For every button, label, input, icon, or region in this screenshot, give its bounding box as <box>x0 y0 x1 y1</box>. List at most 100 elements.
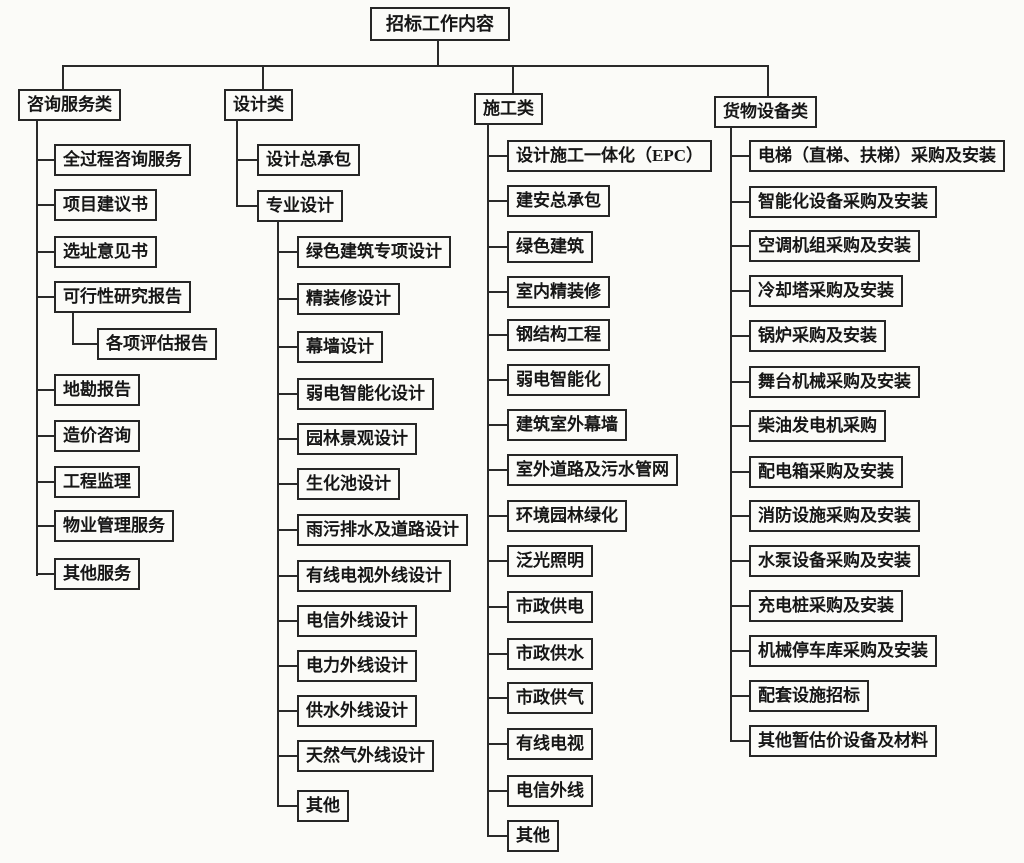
connector-line <box>730 290 750 292</box>
tree-node: 其他服务 <box>54 558 140 590</box>
connector-line <box>36 121 38 576</box>
connector-line <box>487 560 508 562</box>
tree-node: 空调机组采购及安装 <box>749 230 920 262</box>
connector-line <box>487 790 508 792</box>
connector-line <box>487 743 508 745</box>
connector-line <box>487 291 508 293</box>
connector-line <box>730 128 732 742</box>
connector-line <box>277 298 298 300</box>
connector-line <box>730 740 750 742</box>
connector-line <box>36 389 55 391</box>
tree-node: 园林景观设计 <box>297 423 417 455</box>
connector-line <box>277 529 298 531</box>
tree-node: 其他 <box>297 790 349 822</box>
tree-node: 有线电视外线设计 <box>297 560 451 592</box>
tree-node: 供水外线设计 <box>297 695 417 727</box>
connector-line <box>730 381 750 383</box>
connector-line <box>512 65 514 95</box>
tree-node: 环境园林绿化 <box>507 500 627 532</box>
connector-line <box>277 710 298 712</box>
tree-node: 锅炉采购及安装 <box>749 320 886 352</box>
connector-line <box>236 205 258 207</box>
connector-line <box>487 515 508 517</box>
connector-line <box>236 159 258 161</box>
tree-node: 可行性研究报告 <box>54 281 191 313</box>
category-design: 设计类 <box>224 89 293 121</box>
tree-node: 消防设施采购及安装 <box>749 500 920 532</box>
tree-node: 其他暂估价设备及材料 <box>749 725 937 757</box>
connector-line <box>277 251 298 253</box>
connector-line <box>62 65 769 67</box>
tree-node: 充电桩采购及安装 <box>749 590 903 622</box>
tree-node: 室外道路及污水管网 <box>507 454 678 486</box>
tree-node: 造价咨询 <box>54 420 140 452</box>
connector-line <box>36 251 55 253</box>
tree-node: 雨污排水及道路设计 <box>297 514 468 546</box>
tree-node: 弱电智能化 <box>507 364 610 396</box>
connector-line <box>277 346 298 348</box>
connector-line <box>487 653 508 655</box>
connector-line <box>36 435 55 437</box>
tree-node: 电力外线设计 <box>297 650 417 682</box>
connector-line <box>730 471 750 473</box>
connector-line <box>36 573 55 575</box>
connector-line <box>36 525 55 527</box>
tree-node: 物业管理服务 <box>54 510 174 542</box>
tree-node: 专业设计 <box>257 190 343 222</box>
connector-line <box>487 334 508 336</box>
category-goods-equipment: 货物设备类 <box>714 96 817 128</box>
connector-line <box>36 159 55 161</box>
connector-line <box>487 379 508 381</box>
tree-node: 机械停车库采购及安装 <box>749 635 937 667</box>
category-consulting-services: 咨询服务类 <box>18 89 121 121</box>
tree-node: 幕墙设计 <box>297 331 383 363</box>
connector-line <box>277 393 298 395</box>
connector-line <box>487 424 508 426</box>
tree-node: 配套设施招标 <box>749 680 869 712</box>
connector-line <box>62 65 64 91</box>
connector-line <box>72 313 74 345</box>
tree-node: 建筑室外幕墙 <box>507 409 627 441</box>
connector-line <box>236 119 238 207</box>
connector-line <box>730 605 750 607</box>
connector-line <box>487 697 508 699</box>
connector-line <box>72 343 97 345</box>
connector-line <box>277 483 298 485</box>
connector-line <box>277 805 298 807</box>
connector-line <box>277 438 298 440</box>
connector-line <box>730 650 750 652</box>
connector-line <box>730 201 750 203</box>
connector-line <box>36 296 55 298</box>
tree-node: 水泵设备采购及安装 <box>749 545 920 577</box>
tree-node: 绿色建筑 <box>507 231 593 263</box>
connector-line <box>487 469 508 471</box>
root-node: 招标工作内容 <box>370 7 510 41</box>
tree-node: 工程监理 <box>54 466 140 498</box>
tree-node: 泛光照明 <box>507 545 593 577</box>
connector-line <box>767 65 769 98</box>
connector-line <box>277 221 279 807</box>
tree-node: 其他 <box>507 820 559 852</box>
connector-line <box>262 65 264 91</box>
connector-line <box>487 155 508 157</box>
connector-line <box>487 246 508 248</box>
connector-line <box>487 835 508 837</box>
tree-node: 设计施工一体化（EPC） <box>507 140 712 172</box>
connector-line <box>437 40 439 67</box>
tree-node: 市政供电 <box>507 591 593 623</box>
tree-node: 市政供气 <box>507 682 593 714</box>
connector-line <box>730 155 750 157</box>
tree-node: 配电箱采购及安装 <box>749 456 903 488</box>
tree-node: 舞台机械采购及安装 <box>749 366 920 398</box>
connector-line <box>487 200 508 202</box>
tree-node: 各项评估报告 <box>97 328 217 360</box>
connector-line <box>730 425 750 427</box>
tree-node: 地勘报告 <box>54 374 140 406</box>
tree-node: 天然气外线设计 <box>297 740 434 772</box>
category-construction: 施工类 <box>474 93 543 125</box>
tree-node: 选址意见书 <box>54 236 157 268</box>
tree-node: 精装修设计 <box>297 283 400 315</box>
tree-node: 电信外线 <box>507 775 593 807</box>
tree-node: 市政供水 <box>507 638 593 670</box>
